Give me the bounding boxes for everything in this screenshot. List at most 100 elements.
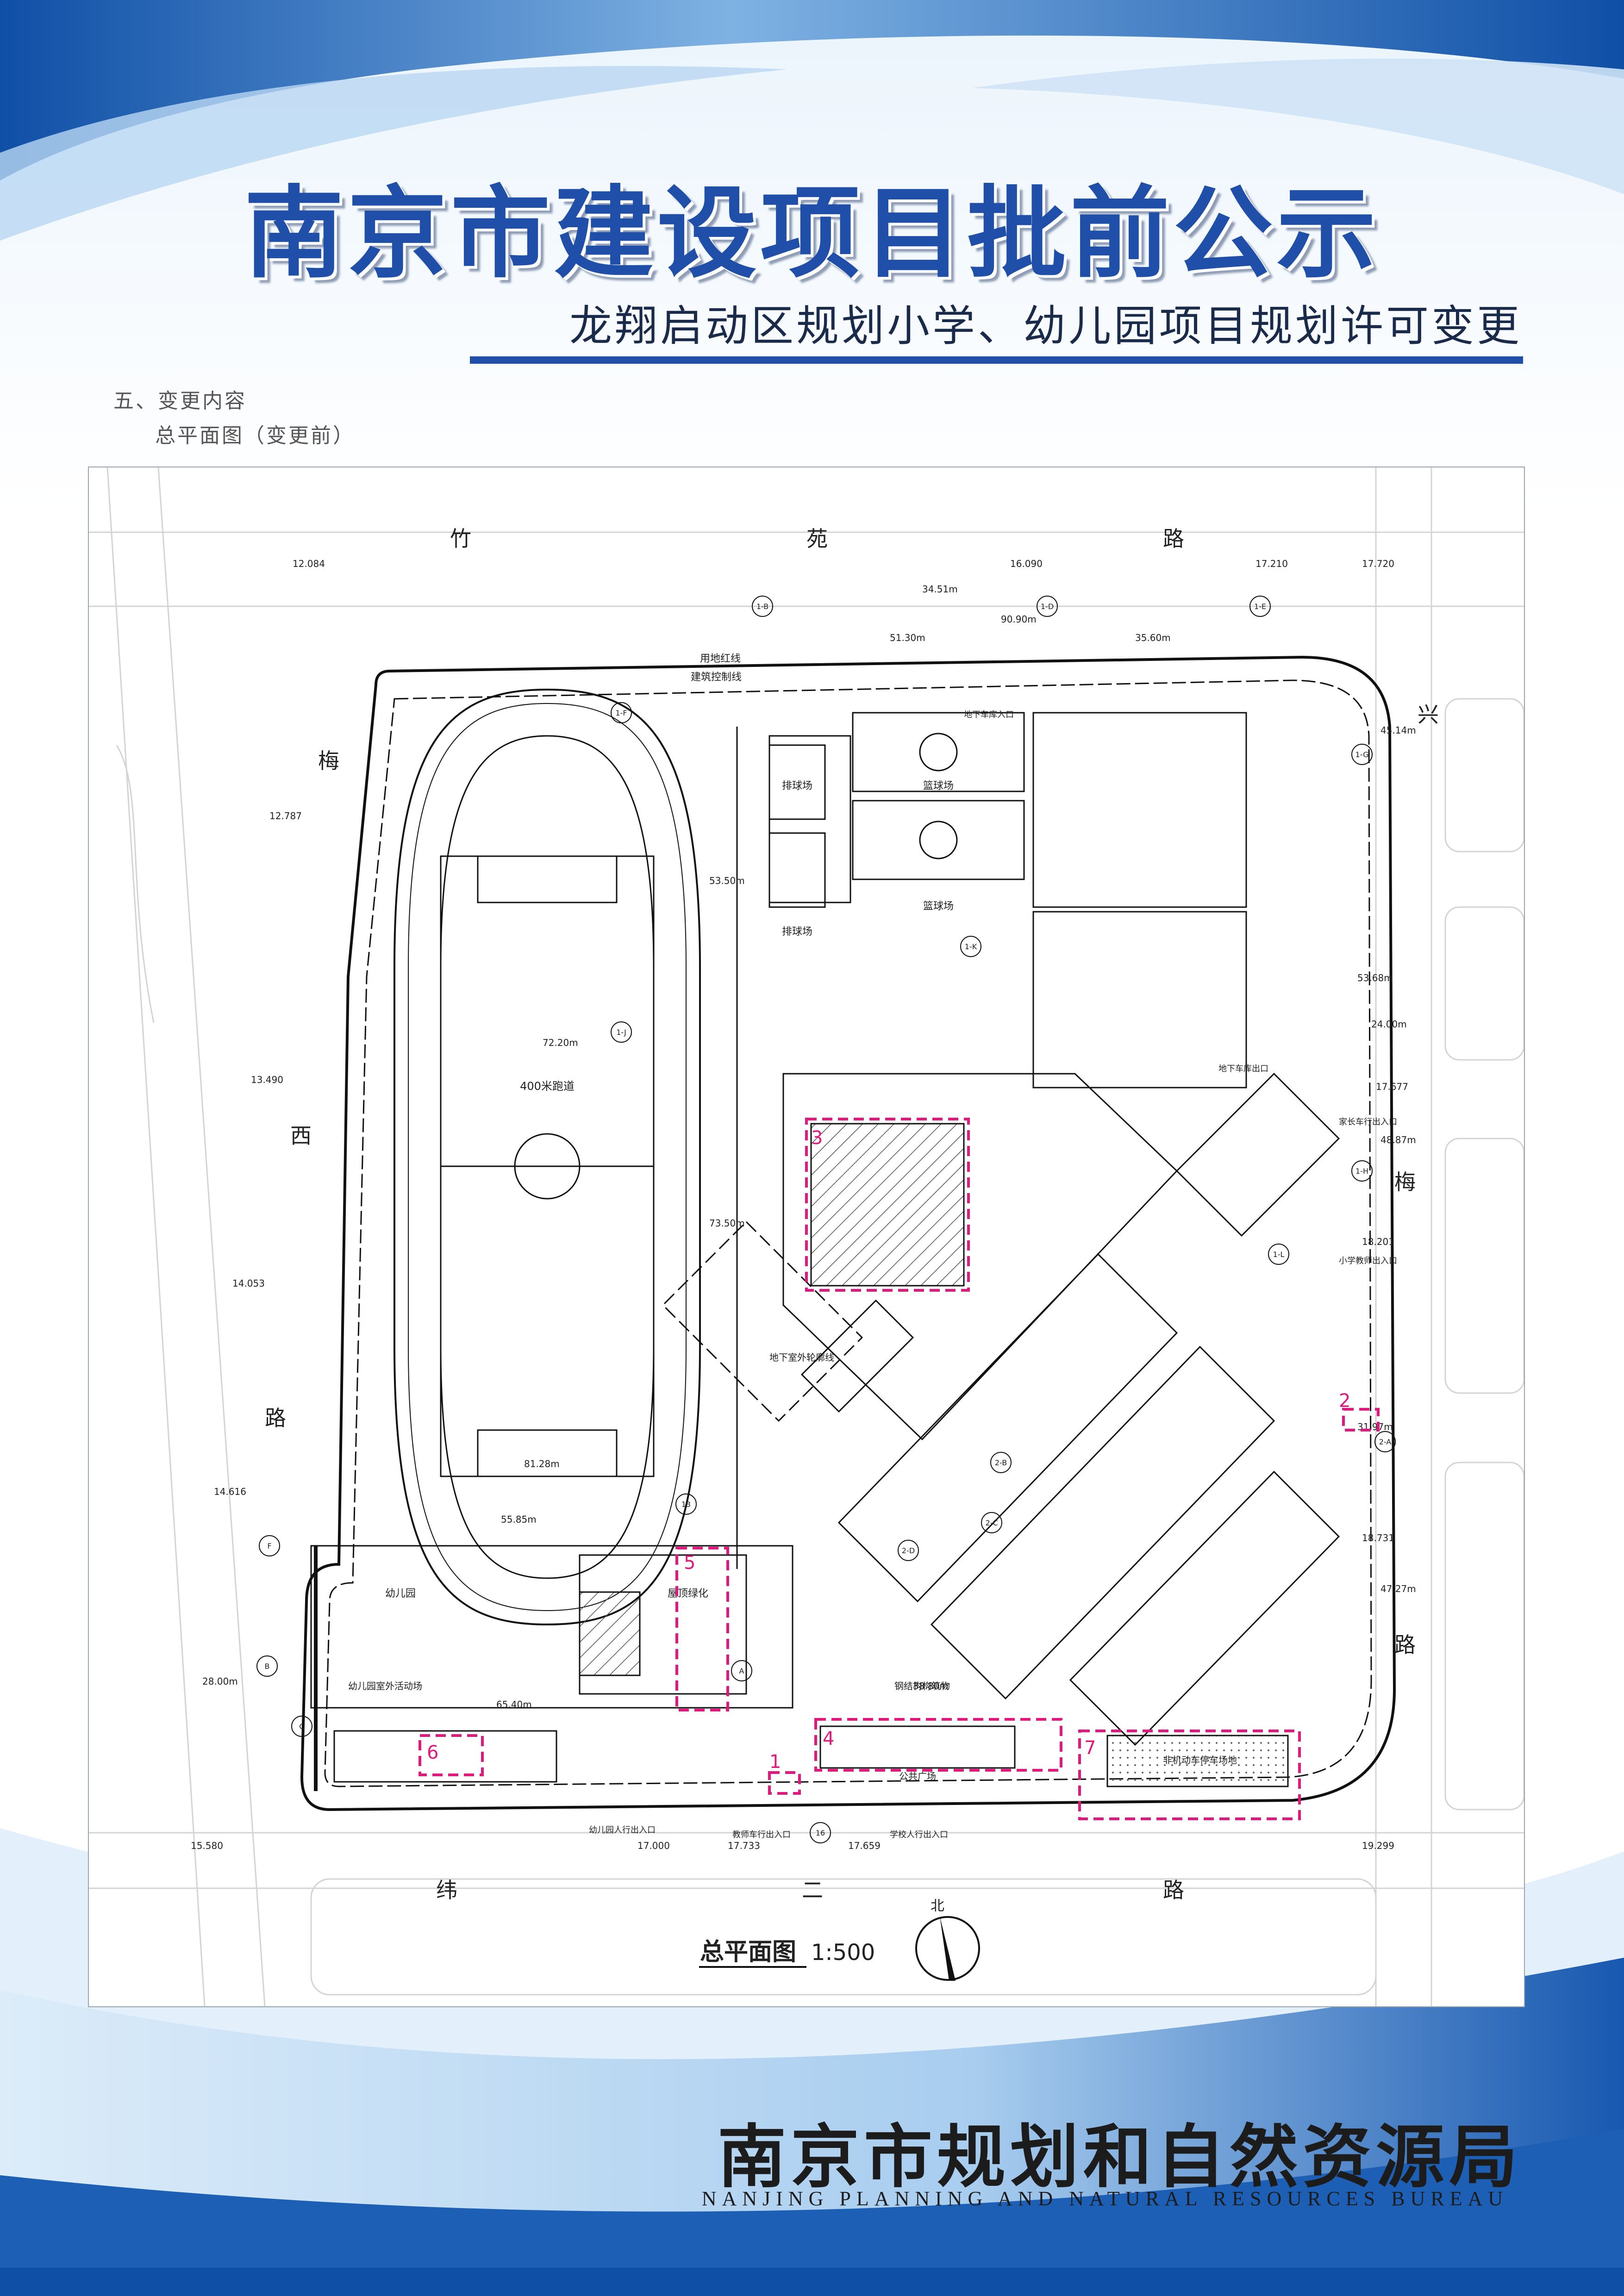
volleyball-label-1: 排球场 xyxy=(782,780,812,792)
track-label: 400米跑道 xyxy=(520,1080,575,1093)
axis-tag: 16 xyxy=(816,1829,825,1837)
volleyball-label-2: 排球场 xyxy=(782,926,812,938)
axis-tag: 1-F xyxy=(615,709,627,717)
land-line-label: 用地红线 xyxy=(700,653,741,665)
issuer-name-cn: 南京市规划和自然资源局 xyxy=(718,2116,1522,2197)
dimension: 73.50m xyxy=(709,1218,745,1229)
elevation: 16.090 xyxy=(1010,558,1043,569)
plaza-outline xyxy=(819,1725,1016,1769)
axis-tag: 1-K xyxy=(965,942,977,951)
teacher-entry-label: 教师车行出入口 xyxy=(732,1830,791,1840)
road-south-3: 路 xyxy=(1163,1878,1184,1903)
dimension: 48.87m xyxy=(1380,1134,1416,1145)
site-plan-drawing: 400米跑道 排球场 排球场 篮球场 篮球场 xyxy=(88,467,1525,2007)
elevation: 14.053 xyxy=(232,1278,265,1289)
issuer-name-en: NANJING PLANNING AND NATURAL RESOURCES B… xyxy=(701,2187,1508,2210)
dimension: 47.27m xyxy=(1380,1583,1416,1594)
axis-tag: 1-J xyxy=(616,1028,626,1037)
elevation: 17.210 xyxy=(1255,558,1288,569)
axis-tag: 13 xyxy=(681,1500,691,1509)
axis-tag: 1-B xyxy=(756,602,768,611)
kindergarten-label: 幼儿园 xyxy=(385,1588,416,1599)
elevation: 17.659 xyxy=(848,1840,881,1851)
elevation: 19.299 xyxy=(1362,1840,1394,1851)
axis-tag: 1-E xyxy=(1254,602,1266,611)
road-east-3: 路 xyxy=(1394,1632,1416,1657)
basement-outline-label: 地下室外轮廓线 xyxy=(769,1352,834,1363)
garage-entry-label: 地下车库入口 xyxy=(964,710,1014,720)
axis-tag: 1-L xyxy=(1273,1250,1285,1259)
hatched-building xyxy=(810,1123,965,1287)
dimension: 38.80m xyxy=(913,1680,949,1692)
marker-box-2 xyxy=(1342,1408,1380,1431)
elevation: 12.787 xyxy=(269,810,302,821)
garage-exit-label: 地下车库出口 xyxy=(1218,1064,1268,1074)
dimension: 55.85m xyxy=(501,1514,537,1525)
elevation: 18.201 xyxy=(1362,1236,1394,1247)
marker-label-7: 7 xyxy=(1084,1737,1096,1759)
kg-entry-label: 幼儿园人行出入口 xyxy=(589,1825,656,1835)
basketball-label-2: 篮球场 xyxy=(923,901,954,912)
axis-tag: B xyxy=(265,1662,270,1671)
marker-label-6: 6 xyxy=(427,1742,438,1763)
elevation: 15.580 xyxy=(191,1840,223,1851)
road-south-1: 纬 xyxy=(436,1878,457,1903)
marker-box-4 xyxy=(814,1718,1062,1772)
marker-label-3: 3 xyxy=(811,1127,823,1149)
plaza-label: 公共广场 xyxy=(899,1771,936,1782)
elevation: 13.490 xyxy=(251,1074,283,1085)
drawing-title: 总平面图 xyxy=(700,1938,796,1966)
marker-box-3 xyxy=(805,1118,970,1292)
road-east-2: 梅 xyxy=(1394,1170,1416,1195)
road-west-2: 西 xyxy=(290,1123,312,1148)
dimension: 24.00m xyxy=(1371,1019,1407,1030)
setback-label: 建筑控制线 xyxy=(691,672,742,683)
school-gate-label: 小学教师出入口 xyxy=(1339,1256,1397,1266)
axis-tag: 1-D xyxy=(1041,602,1054,611)
road-south-2: 二 xyxy=(802,1878,823,1903)
dimension: 53.68m xyxy=(1357,972,1393,983)
drawing-scale: 1:500 xyxy=(811,1940,875,1966)
marker-label-4: 4 xyxy=(823,1728,834,1749)
bike-parking-label: 非机动车停车场地 xyxy=(1163,1755,1237,1766)
section-subheading: 总平面图（变更前） xyxy=(155,424,355,448)
dimension: 51.30m xyxy=(890,632,925,643)
site-plan-svg: 400米跑道 排球场 排球场 篮球场 篮球场 xyxy=(89,467,1524,2006)
elevation: 17.733 xyxy=(728,1840,760,1851)
school-entry-label: 学校人行出入口 xyxy=(890,1830,948,1840)
axis-tag: 1-G xyxy=(1355,750,1369,759)
subtitle-underline xyxy=(470,356,1523,364)
road-north-2: 苑 xyxy=(806,526,828,551)
elevation: 17.677 xyxy=(1376,1081,1408,1092)
axis-tag: 2-D xyxy=(902,1546,915,1555)
road-north-3: 路 xyxy=(1163,526,1184,551)
road-east-1: 兴 xyxy=(1418,702,1439,727)
axis-tag: 2-B xyxy=(995,1458,1007,1467)
dimension: 34.51m xyxy=(922,584,958,595)
sports-courts xyxy=(768,712,1247,1089)
axis-tag: A xyxy=(739,1667,744,1675)
parent-gate-label: 家长车行出入口 xyxy=(1339,1117,1397,1127)
elevation: 18.731 xyxy=(1362,1532,1394,1543)
bike-parking xyxy=(1106,1735,1289,1787)
axis-tag: 2-A xyxy=(1379,1437,1392,1446)
dimension: 72.20m xyxy=(543,1037,578,1048)
kindergarten-block xyxy=(310,1545,793,1791)
marker-numbers: 1 2 3 4 5 6 7 xyxy=(427,1127,1350,1773)
marker-label-5: 5 xyxy=(684,1552,695,1574)
elevation: 17.720 xyxy=(1362,558,1394,569)
dimension-labels: 51.30m 90.90m 35.60m 72.20m 81.28m 53.50… xyxy=(202,584,1416,1710)
section-heading: 五、变更内容 xyxy=(113,389,247,413)
road-north-1: 竹 xyxy=(450,526,471,551)
axis-tag: C xyxy=(299,1722,304,1731)
marker-box-5 xyxy=(675,1547,729,1711)
elevation: 12.084 xyxy=(293,558,325,569)
poster-title: 南京市建设项目批前公示 xyxy=(244,174,1380,292)
site-boundary xyxy=(300,655,1396,1811)
roof-green-label: 屋顶绿化 xyxy=(668,1588,708,1599)
north-label: 北 xyxy=(931,1898,944,1914)
surroundings xyxy=(89,467,1524,2006)
running-track xyxy=(394,688,738,1626)
project-subtitle: 龙翔启动区规划小学、幼儿园项目规划许可变更 xyxy=(569,301,1522,351)
elevation: 17.000 xyxy=(637,1840,670,1851)
